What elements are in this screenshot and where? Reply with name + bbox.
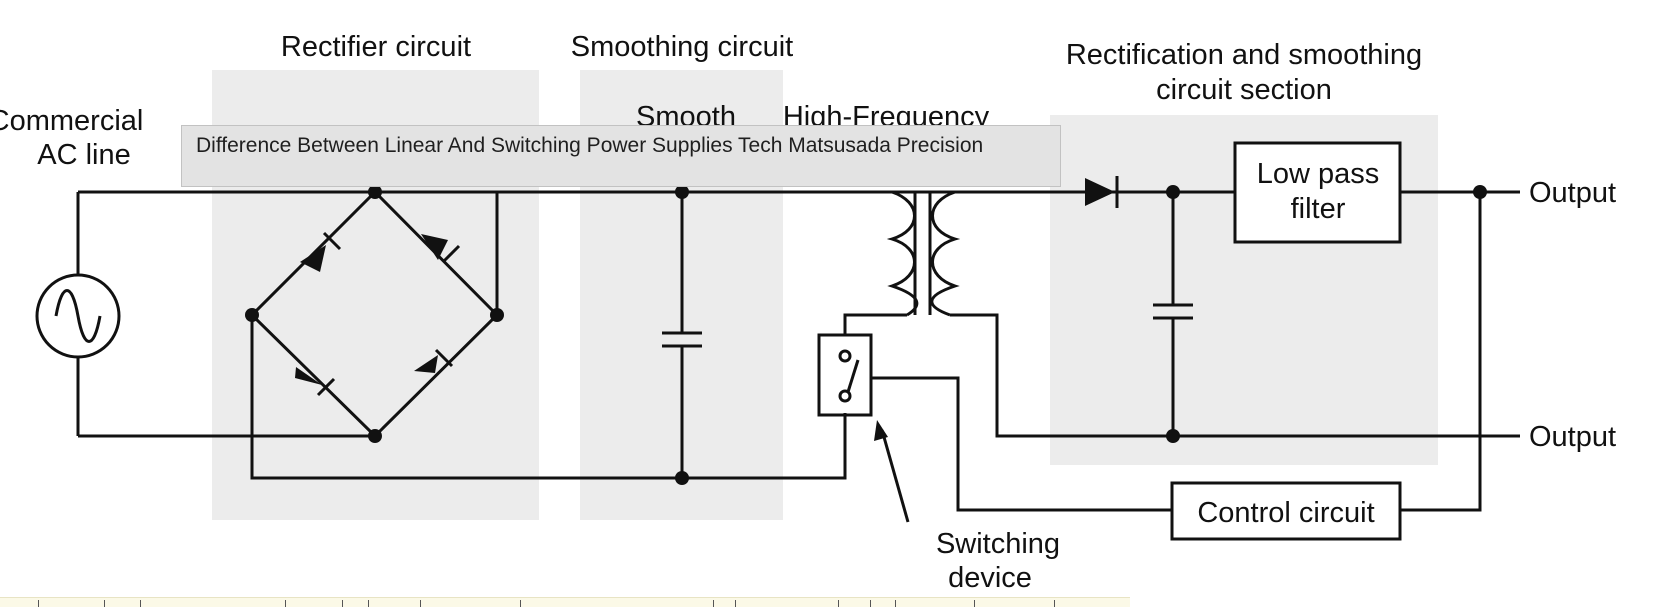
output-diode-symbol [1085, 176, 1119, 208]
output-bottom-label: Output [1529, 421, 1616, 453]
smoothing-capacitor-symbol [662, 185, 702, 485]
output-junction-dot [1473, 185, 1487, 199]
rect-smooth-title-line2: circuit section [1156, 74, 1332, 106]
switch-pointer-arrow [874, 420, 910, 523]
control-circuit-box: Control circuit [1170, 481, 1402, 541]
switching-label-line2: device [948, 562, 1032, 594]
low-pass-filter-box: Low pass filter [1233, 141, 1402, 244]
switching-device-symbol [817, 333, 873, 417]
image-title-tooltip: Difference Between Linear And Switching … [181, 125, 1061, 187]
circuit-wiring [78, 190, 1520, 512]
output-capacitor-symbol [1153, 185, 1193, 443]
commercial-label: Commercial [0, 105, 143, 137]
thumbnail-strip[interactable] [0, 597, 1130, 607]
bridge-rectifier-symbol [245, 185, 504, 443]
rect-smooth-title-line1: Rectification and smoothing [1066, 39, 1422, 71]
switching-label-line1: Switching [936, 528, 1060, 560]
transformer-symbol [886, 190, 961, 317]
ac-line-label: AC line [37, 139, 131, 171]
ac-source-symbol [35, 192, 121, 436]
low-pass-filter-label-line1: Low pass [1257, 158, 1380, 190]
smoothing-title: Smoothing circuit [571, 31, 793, 63]
output-top-label: Output [1529, 177, 1616, 209]
rectifier-title: Rectifier circuit [281, 31, 471, 63]
low-pass-filter-label-line2: filter [1291, 193, 1346, 225]
control-circuit-label: Control circuit [1197, 497, 1374, 529]
